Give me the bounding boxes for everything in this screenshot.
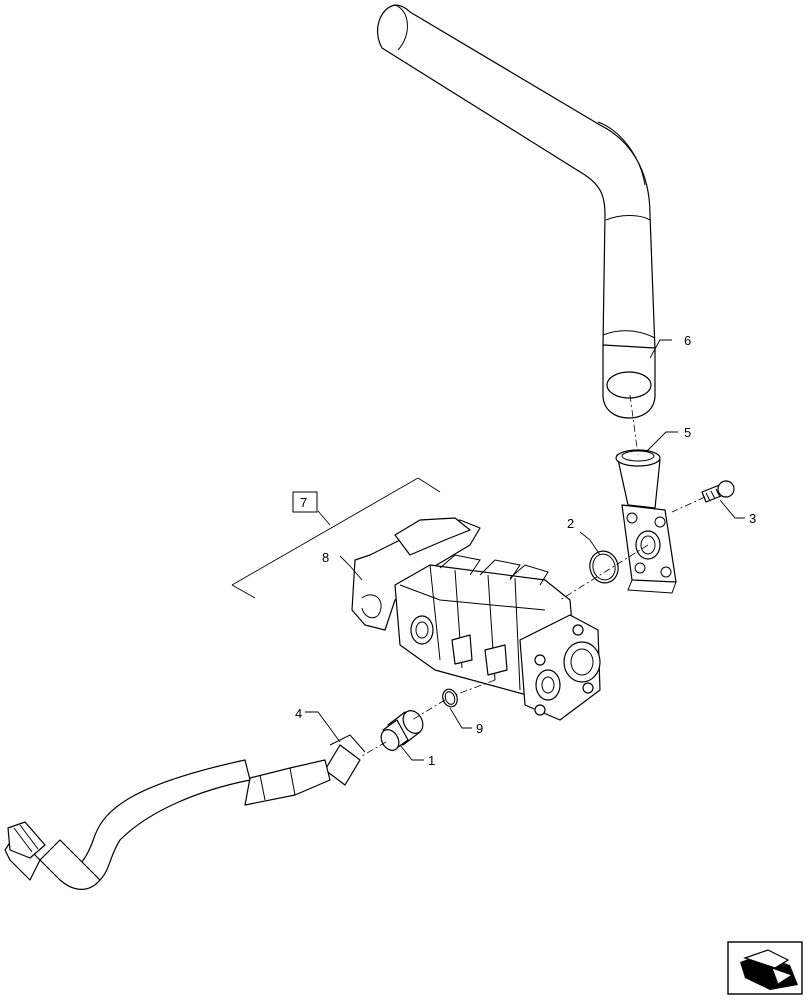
callout-1: 1	[428, 753, 435, 768]
hydraulic-pump	[351, 517, 601, 721]
flange-elbow	[615, 449, 677, 594]
callout-5: 5	[684, 425, 691, 440]
callout-9: 9	[476, 721, 483, 736]
callout-4: 4	[295, 706, 302, 721]
o-ring-small	[442, 688, 458, 708]
callout-3: 3	[749, 511, 756, 526]
callout-2: 2	[567, 516, 574, 531]
o-ring-large	[589, 550, 619, 584]
group-bracket	[231, 584, 256, 599]
next-page-arrow-icon[interactable]	[727, 941, 803, 995]
callout-6: 6	[684, 333, 691, 348]
adapter-fitting	[380, 710, 424, 751]
callout-7-box	[292, 491, 318, 513]
callout-8: 8	[322, 550, 329, 565]
bolt	[701, 480, 735, 503]
hose-assembly	[4, 734, 366, 890]
callout-7: 7	[300, 495, 307, 510]
suction-tube	[377, 4, 656, 419]
